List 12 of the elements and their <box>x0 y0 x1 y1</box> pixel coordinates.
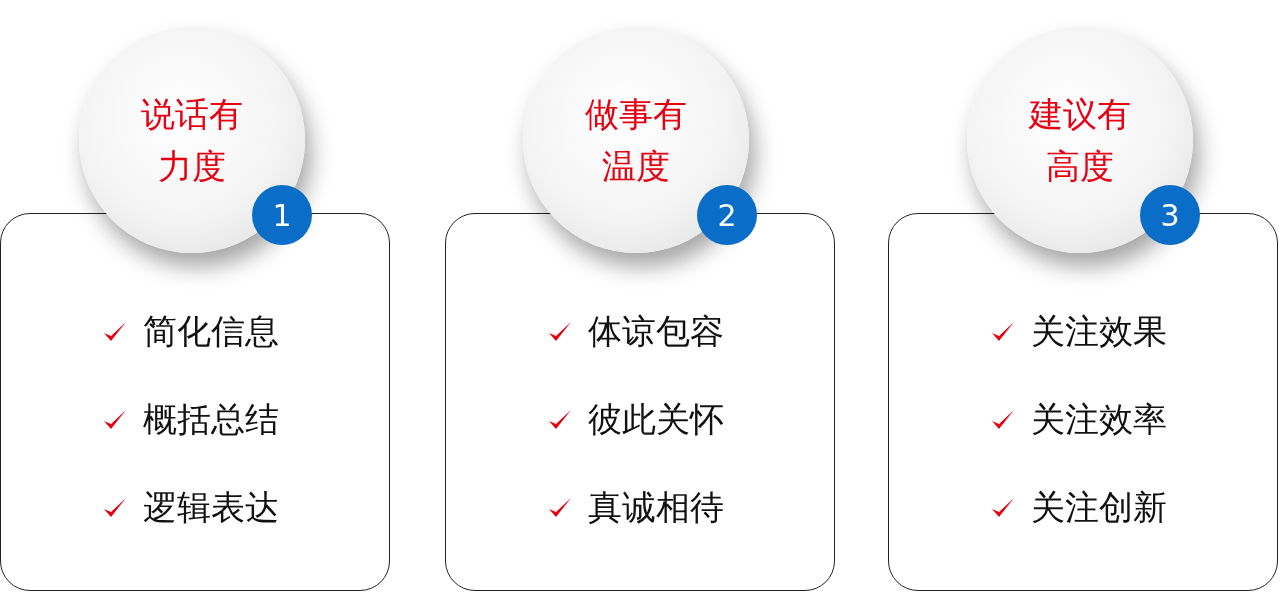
circle-heading: 说话有力度 <box>140 93 244 188</box>
circle-heading: 建议有高度 <box>1027 93 1132 188</box>
list-item-text: 关注效率 <box>1031 398 1167 441</box>
list-item-text: 逻辑表达 <box>143 486 279 529</box>
list-item-text: 体谅包容 <box>588 310 724 353</box>
list-item-text: 概括总结 <box>143 398 279 441</box>
list-item-text: 关注创新 <box>1031 486 1167 529</box>
list-item-text: 真诚相待 <box>588 486 724 529</box>
list-item-text: 彼此关怀 <box>588 398 724 441</box>
list-item-text: 简化信息 <box>143 310 279 353</box>
circle-heading: 做事有温度 <box>584 93 688 188</box>
list-item-text: 关注效果 <box>1031 310 1167 353</box>
